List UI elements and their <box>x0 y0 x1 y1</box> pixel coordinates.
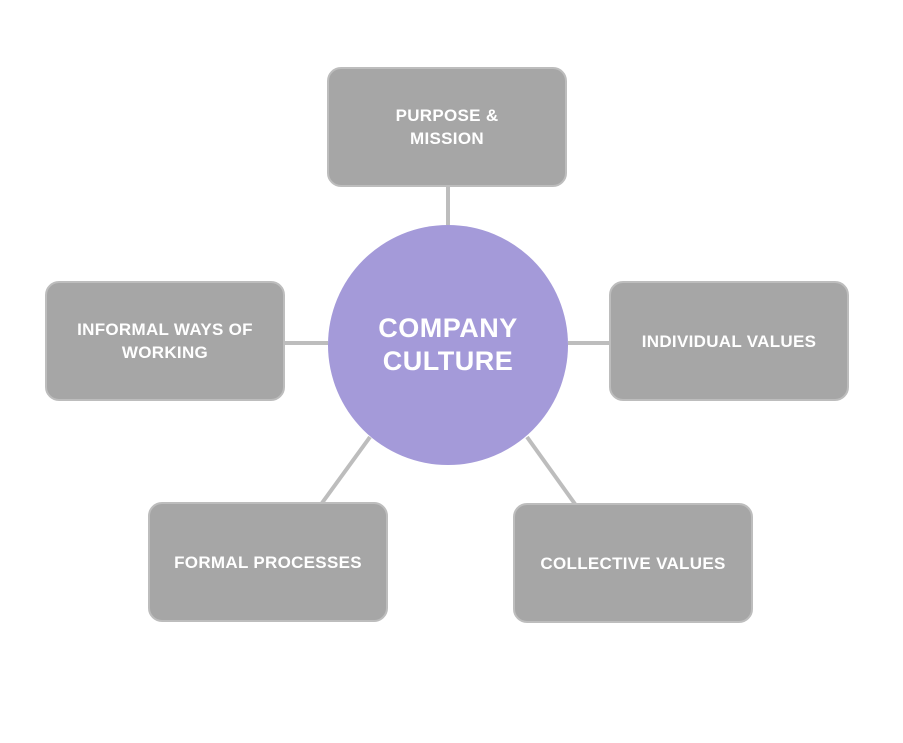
node-purpose-mission: PURPOSE & MISSION <box>327 67 567 187</box>
connector-bottom-left <box>320 435 372 505</box>
connector-bottom-right <box>525 435 577 506</box>
center-node-company-culture: COMPANY CULTURE <box>328 225 568 465</box>
node-collective-values: COLLECTIVE VALUES <box>513 503 753 623</box>
node-label: INFORMAL WAYS OF WORKING <box>77 320 253 362</box>
node-label: PURPOSE & MISSION <box>395 106 499 148</box>
center-label: COMPANY CULTURE <box>378 313 518 376</box>
node-label: FORMAL PROCESSES <box>174 552 362 572</box>
node-label: COLLECTIVE VALUES <box>540 553 726 573</box>
node-individual-values: INDIVIDUAL VALUES <box>609 281 849 401</box>
node-label: INDIVIDUAL VALUES <box>641 331 817 351</box>
node-formal-processes: FORMAL PROCESSES <box>148 502 388 622</box>
node-informal-ways-of-working: INFORMAL WAYS OF WORKING <box>45 281 285 401</box>
